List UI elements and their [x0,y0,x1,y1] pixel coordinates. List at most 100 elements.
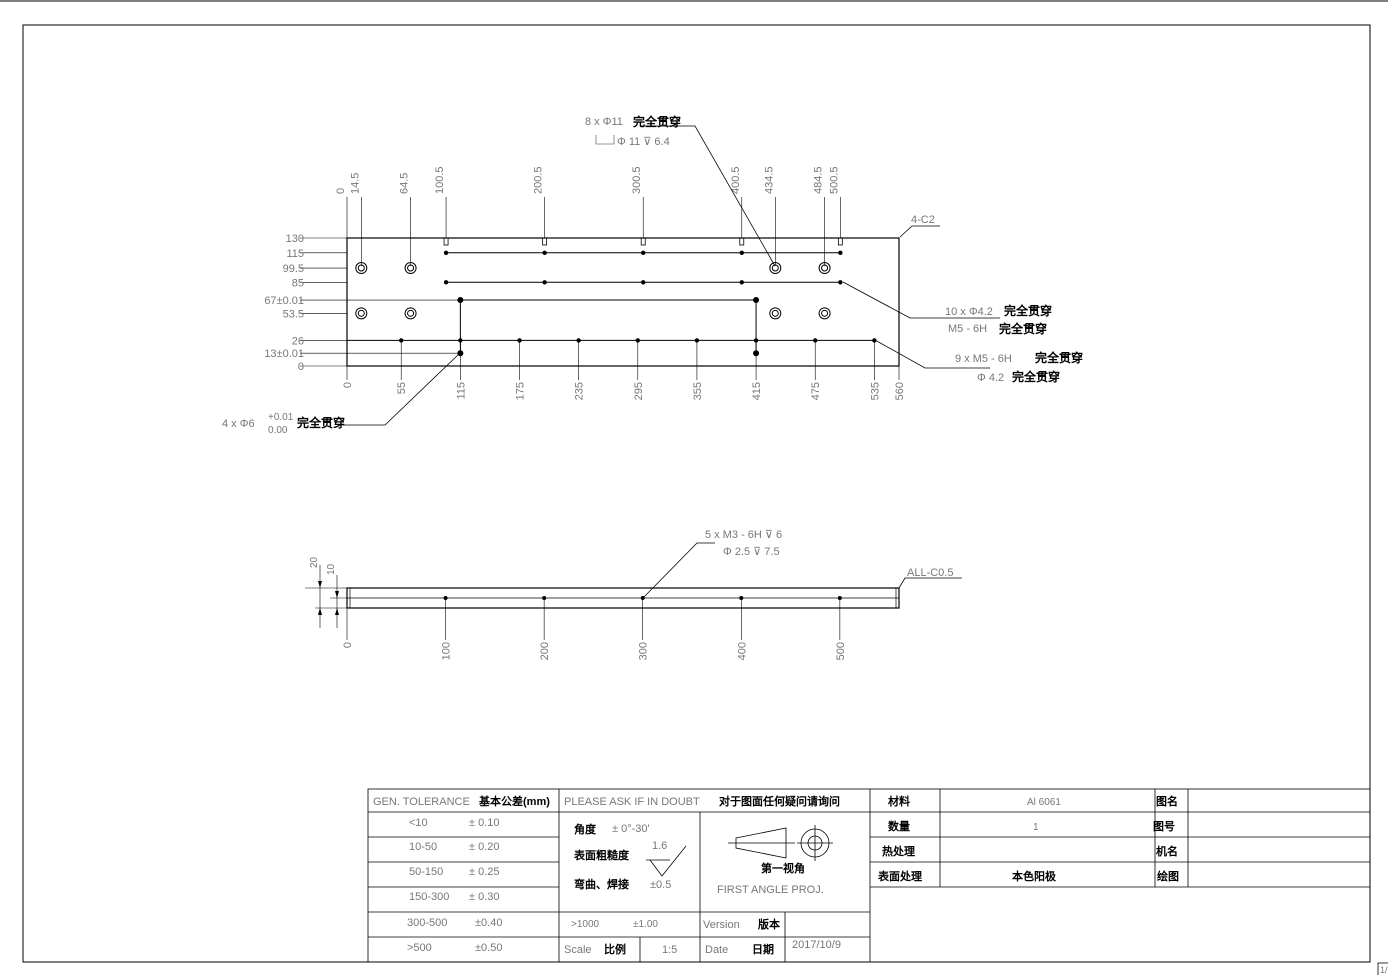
svg-text:0.00: 0.00 [268,425,288,436]
counterbore-hole [404,307,417,320]
svg-text:版本: 版本 [758,917,780,931]
left-dimension-label: 0 [298,361,304,373]
tolerance-range: 50-150 [409,866,443,878]
svg-text:完全贯穿: 完全贯穿 [999,321,1047,336]
counterbore-hole [355,307,368,320]
svg-text:图号: 图号 [1153,820,1175,833]
svg-text:ALL-C0.5: ALL-C0.5 [907,567,953,579]
title-block-text: GEN. TOLERANCE 基本公差(mm) PLEASE ASK IF IN… [373,794,1179,956]
top-view-holes [355,237,877,357]
svg-text:1:5: 1:5 [662,944,677,956]
svg-text:5 x M3 - 6H ⊽ 6: 5 x M3 - 6H ⊽ 6 [705,529,782,541]
top-dimension-label: 400.5 [730,166,742,194]
svg-text:第一视角: 第一视角 [761,861,805,875]
svg-text:日期: 日期 [752,942,774,956]
left-dimension-label: 67±0.01 [264,295,304,307]
svg-text:对于图面任何疑问请询问: 对于图面任何疑问请询问 [719,794,840,808]
top-dimension-label: 500.5 [828,166,840,194]
counterbore-hole-inner [821,309,829,317]
tapped-hole [872,338,877,343]
bottom-dimension-label: 175 [515,382,527,400]
svg-text:2017/10/9: 2017/10/9 [792,939,841,951]
bottom-dimension-label: 415 [751,382,763,400]
hole-callout-m5-through: 9 x M5 - 6H 完全贯穿 Φ 4.2 完全贯穿 [874,339,1083,384]
svg-text:表面处理: 表面处理 [877,869,922,883]
left-dimension-label: 53.5 [283,308,304,320]
svg-text:20: 20 [309,556,320,568]
tapped-hole [739,250,744,255]
bottom-dimension-label: 115 [455,382,467,400]
left-dimension-label: 115 [286,248,304,260]
page-indicator: 1/ [1377,962,1388,975]
bottom-dimension-label: 475 [810,382,822,400]
svg-text:9 x M5 - 6H: 9 x M5 - 6H [955,353,1012,365]
svg-text:10: 10 [326,563,337,575]
svg-text:Φ 2.5 ⊽ 7.5: Φ 2.5 ⊽ 7.5 [723,546,780,558]
svg-text:M5 - 6H: M5 - 6H [948,323,987,335]
bottom-dimension-label: 55 [396,382,408,394]
svg-text:4-C2: 4-C2 [911,214,935,226]
side-hole-callout: 5 x M3 - 6H ⊽ 6 Φ 2.5 ⊽ 7.5 [642,529,782,599]
bottom-dimension-label: 535 [869,382,881,400]
tapped-hole [458,338,463,343]
counterbore-hole-inner [407,309,415,317]
top-dimension-label: 434.5 [763,166,775,194]
side-dimension-label: 100 [441,642,453,660]
side-dimension-label: 500 [835,642,847,660]
svg-text:FIRST ANGLE PROJ.: FIRST ANGLE PROJ. [717,884,824,896]
dowel-hole [753,297,760,304]
svg-text:机名: 机名 [1156,844,1178,858]
svg-text:表面粗糙度: 表面粗糙度 [573,848,630,862]
svg-text:比例: 比例 [604,942,626,956]
tapped-hole [753,338,759,343]
left-dimension-label: 85 [292,277,304,289]
thickness-dimensions: 20 10 [305,556,347,628]
left-dimension-label: 130 [286,233,304,245]
svg-text:热处理: 热处理 [882,844,915,858]
side-dimension-label: 400 [736,642,748,660]
svg-text:绘图: 绘图 [1157,869,1179,883]
hole-row-lines [347,252,875,354]
hole-callout-dowel: 4 x Φ6 +0.01 0.00 完全贯穿 [222,352,461,436]
tapped-hole [739,280,744,285]
svg-text:4 x Φ6: 4 x Φ6 [222,418,255,430]
tapped-hole [641,280,646,285]
bottom-dimension-label: 295 [633,382,645,400]
edge-tapped-hole [542,237,548,246]
tolerance-range: 10-50 [409,841,437,853]
edge-tapped-hole [443,237,449,246]
tolerance-value: ± 0.10 [469,817,500,829]
svg-text:1: 1 [1033,822,1039,833]
tolerance-value: ±0.50 [475,942,502,954]
top-dimension-label: 64.5 [399,173,411,194]
hole-callout-m5: 10 x Φ4.2 完全贯穿 M5 - 6H 完全贯穿 [842,281,1052,336]
tapped-hole [399,338,404,343]
counterbore-hole [769,307,782,320]
svg-text:± 0°-30': ± 0°-30' [612,823,650,835]
side-dimension-label: 0 [342,642,354,648]
roughness-symbol-icon [649,845,687,877]
svg-text:基本公差(mm): 基本公差(mm) [478,794,550,808]
svg-text:完全贯穿: 完全贯穿 [1004,303,1052,318]
side-dimension-label: 200 [539,642,551,660]
tolerance-value: ± 0.30 [469,891,500,903]
svg-text:完全贯穿: 完全贯穿 [633,114,681,129]
counterbore-icon [595,135,615,145]
tolerance-value: ± 0.20 [469,841,500,853]
bottom-dimension-label: 355 [692,382,704,400]
chamfer-callout: 4-C2 [899,214,940,238]
tolerance-range: <10 [409,817,428,829]
title-block [367,788,1371,963]
svg-text:角度: 角度 [574,822,597,836]
left-dimension-label: 99.5 [283,263,304,275]
tolerance-range: >500 [407,942,432,954]
tapped-hole [641,250,646,255]
svg-text:Date: Date [705,944,728,956]
svg-text:>1000: >1000 [571,919,600,930]
first-angle-projection-icon [728,825,833,861]
svg-text:8 x Φ11: 8 x Φ11 [585,116,623,128]
svg-text:1.6: 1.6 [652,840,667,852]
